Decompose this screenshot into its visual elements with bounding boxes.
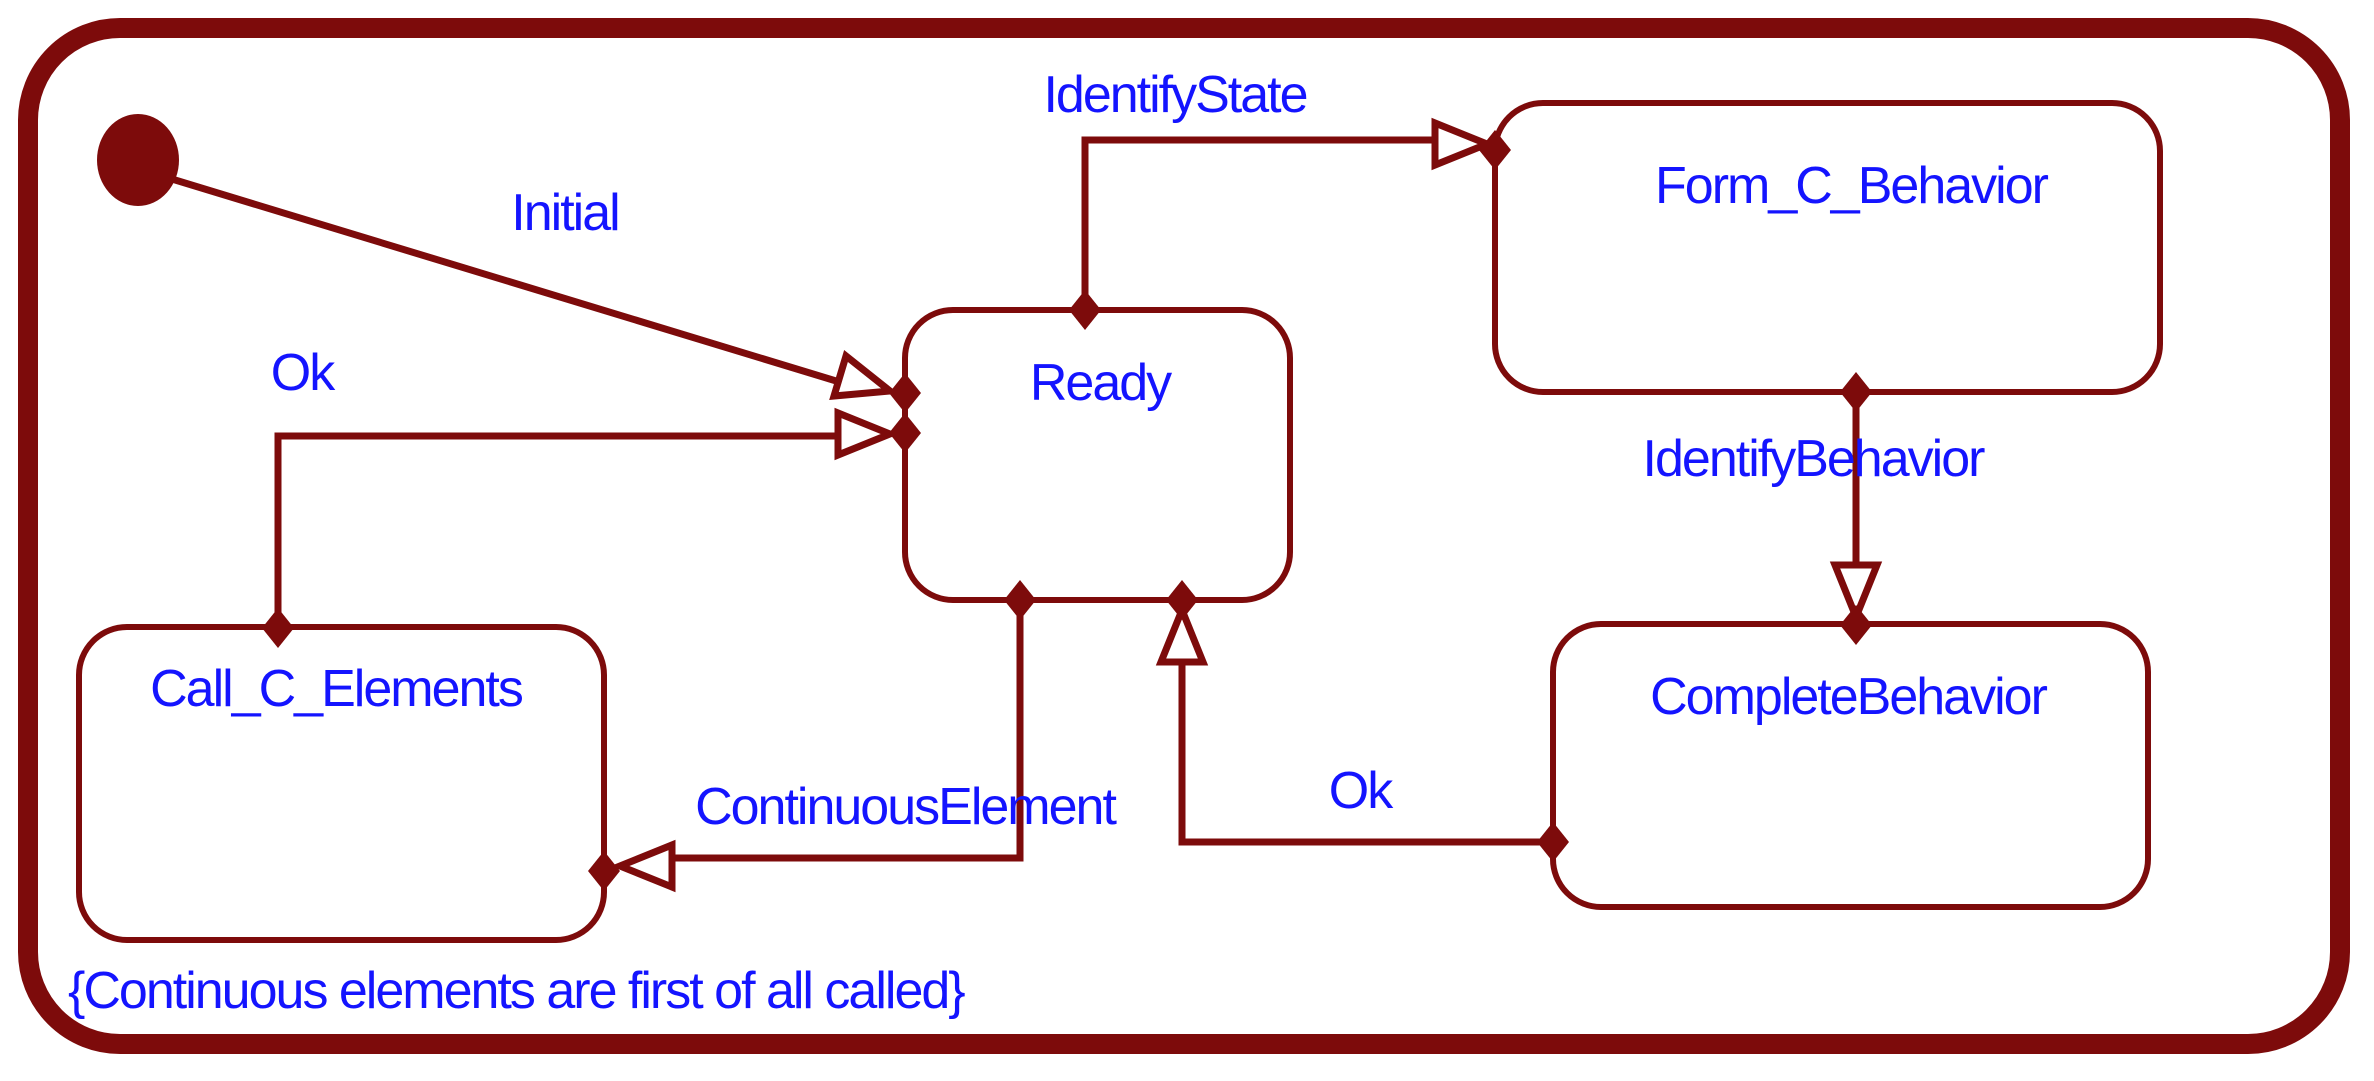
state-complete-behavior-label: CompleteBehavior bbox=[1650, 668, 2047, 726]
transition-continuouselement-label[interactable]: ContinuousElement bbox=[695, 778, 1119, 836]
node-complete-behavior-left bbox=[1537, 822, 1569, 862]
transition-ok-call-arrowhead bbox=[834, 407, 900, 461]
node-ready-top bbox=[1069, 290, 1101, 330]
transition-identifybehavior-arrowhead bbox=[1829, 561, 1883, 627]
node-call-c-elements-top bbox=[262, 608, 294, 648]
connection-nodes bbox=[262, 130, 1872, 891]
transition-identifystate-line[interactable] bbox=[1081, 136, 1436, 310]
transition-ok-call-line[interactable] bbox=[274, 432, 838, 628]
state-form-c-behavior-label: Form_C_Behavior bbox=[1655, 157, 2049, 215]
transition-identifybehavior-label[interactable]: IdentifyBehavior bbox=[1643, 430, 1988, 488]
state-form-c-behavior-shape[interactable] bbox=[1492, 100, 2163, 395]
node-ready-bottom-right bbox=[1166, 580, 1198, 620]
transition-continuouselement-arrowhead bbox=[610, 839, 676, 893]
node-complete-behavior-top bbox=[1840, 605, 1872, 645]
initial-state-dot[interactable] bbox=[97, 114, 179, 206]
state-complete-behavior-shape[interactable] bbox=[1550, 621, 2151, 910]
node-ready-left-ok bbox=[889, 413, 921, 453]
state-ready[interactable]: Ready bbox=[902, 307, 1293, 603]
transition-initial-line[interactable] bbox=[160, 172, 848, 388]
state-ready-label: Ready bbox=[1030, 354, 1172, 412]
transition-identifystate-arrowhead bbox=[1431, 117, 1497, 171]
transition-initial-arrowhead bbox=[829, 350, 900, 400]
node-call-c-elements-right bbox=[588, 851, 620, 891]
state-complete-behavior[interactable]: CompleteBehavior bbox=[1550, 621, 2151, 910]
state-call-c-elements[interactable]: Call_C_Elements bbox=[76, 624, 607, 943]
transition-ok-complete-arrowhead bbox=[1155, 600, 1209, 666]
node-ready-left-initial bbox=[889, 373, 921, 413]
state-call-c-elements-label: Call_C_Elements bbox=[150, 660, 523, 718]
constraint-note[interactable]: {Continuous elements are first of all ca… bbox=[68, 962, 967, 1020]
node-form-c-behavior-left bbox=[1479, 130, 1511, 170]
transition-initial-label[interactable]: Initial bbox=[511, 184, 620, 242]
transition-ok-call-label[interactable]: Ok bbox=[271, 344, 338, 402]
transition-identifystate-label[interactable]: IdentifyState bbox=[1043, 66, 1308, 124]
diagram-frame bbox=[18, 18, 2350, 1054]
node-ready-bottom-left bbox=[1004, 580, 1036, 620]
node-form-c-behavior-bottom bbox=[1840, 372, 1872, 412]
transition-ok-complete-line[interactable] bbox=[1178, 662, 1553, 846]
transition-ok-complete-label[interactable]: Ok bbox=[1329, 762, 1396, 820]
state-form-c-behavior[interactable]: Form_C_Behavior bbox=[1492, 100, 2163, 395]
state-call-c-elements-shape[interactable] bbox=[76, 624, 607, 943]
